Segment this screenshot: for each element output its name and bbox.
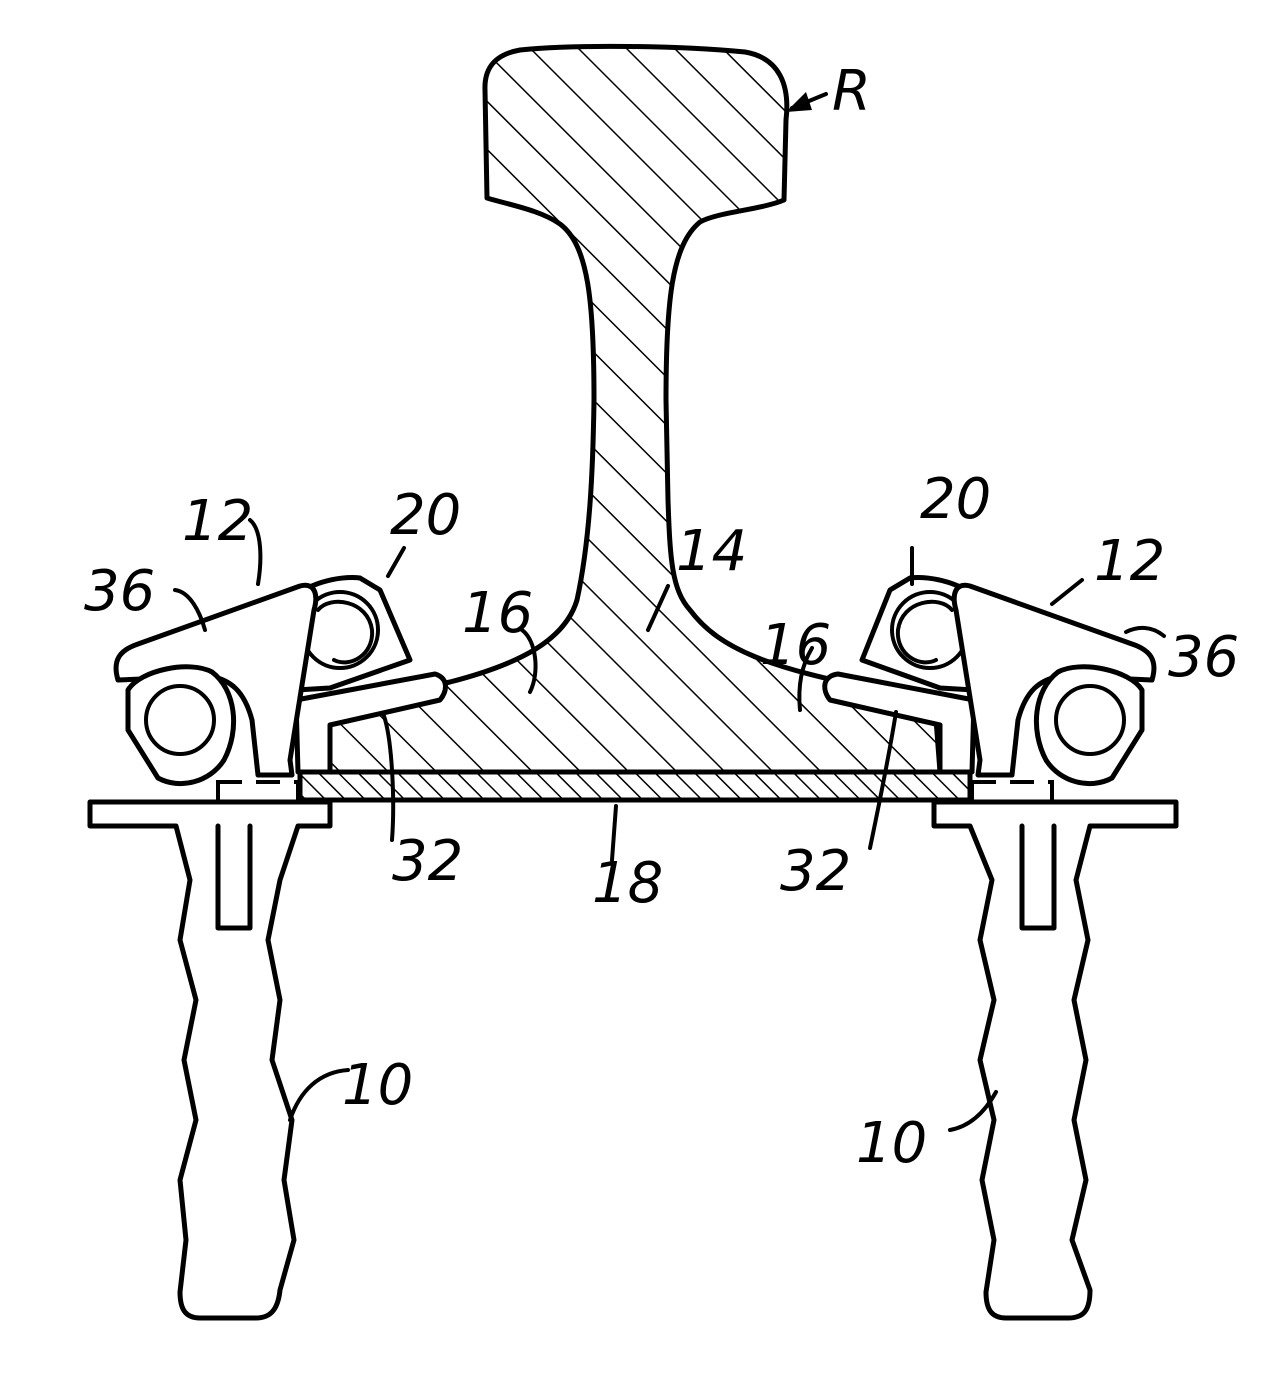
label-base-pad: 18 <box>592 851 663 916</box>
leader-clip-right <box>1052 580 1082 604</box>
leader-insulator-left <box>388 548 404 576</box>
leader-sleeper-left <box>290 1070 348 1120</box>
label-sleeper-right: 10 <box>856 1111 927 1176</box>
sleeper-left <box>90 802 330 1318</box>
leader-rail-arrow <box>786 92 812 112</box>
label-pad-left: 32 <box>392 829 463 894</box>
label-toe-left: 36 <box>84 559 155 624</box>
leader-toe-right <box>1126 628 1164 636</box>
label-foot-left: 16 <box>462 581 533 646</box>
label-clip-right: 12 <box>1094 529 1165 594</box>
label-rail: R <box>832 59 871 124</box>
label-clip-left: 12 <box>182 489 253 554</box>
label-sleeper-left: 10 <box>342 1053 413 1118</box>
label-toe-right: 36 <box>1168 625 1239 690</box>
base-pad <box>300 772 970 800</box>
label-insulator-right: 20 <box>920 467 991 532</box>
label-pad-right: 32 <box>780 839 851 904</box>
rail-profile <box>330 46 940 772</box>
label-foot-right: 16 <box>760 613 831 678</box>
label-web: 14 <box>676 519 747 584</box>
label-insulator-left: 20 <box>390 483 461 548</box>
